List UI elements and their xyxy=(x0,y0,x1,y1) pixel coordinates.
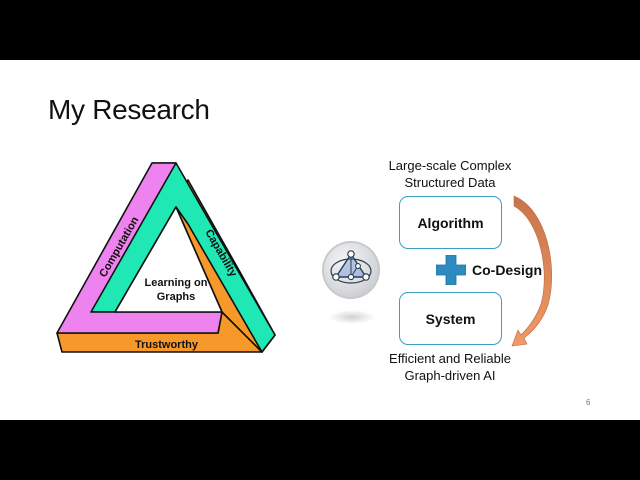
trustworthy-label: Trustworthy xyxy=(135,339,199,351)
top-caption-line-1: Large-scale Complex xyxy=(388,158,512,173)
bottom-caption-line-1: Efficient and Reliable xyxy=(389,351,511,366)
icon-shadow xyxy=(328,310,376,324)
penrose-triangle: Computation Capability Trustworthy xyxy=(56,162,276,353)
system-label: System xyxy=(425,310,476,327)
slide: My Research Computation Capability Trust… xyxy=(0,60,640,420)
center-line-1: Learning on xyxy=(144,277,208,289)
center-line-2: Graphs xyxy=(156,291,196,303)
graph-triangle-icon xyxy=(322,241,380,299)
inner-triangle xyxy=(114,206,223,313)
algorithm-label: Algorithm xyxy=(417,214,484,231)
learning-on-graphs-label: Learning on Graphs xyxy=(124,276,228,304)
plus-icon xyxy=(436,255,466,285)
page-number: 6 xyxy=(586,398,591,407)
codesign-label: Co-Design xyxy=(472,262,542,278)
curved-arrow-icon xyxy=(511,195,552,347)
bottom-caption: Efficient and Reliable Graph-driven AI xyxy=(360,350,540,384)
top-caption: Large-scale Complex Structured Data xyxy=(360,157,540,191)
slide-title: My Research xyxy=(48,94,210,125)
system-box: System xyxy=(399,292,502,345)
bottom-caption-line-2: Graph-driven AI xyxy=(404,368,496,383)
algorithm-box: Algorithm xyxy=(399,196,502,249)
top-caption-line-2: Structured Data xyxy=(404,175,496,190)
